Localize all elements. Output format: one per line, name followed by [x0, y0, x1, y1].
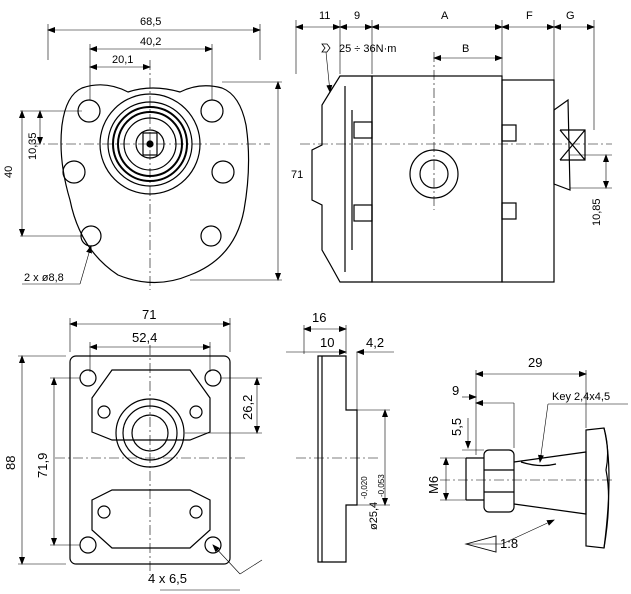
- flange-side-diameter: ø25,4: [368, 502, 380, 530]
- side-dimensions: [295, 20, 612, 189]
- side-view: [311, 75, 586, 283]
- flange-port-plate: [91, 369, 211, 441]
- side-stud: [501, 202, 517, 220]
- flange-port-plate: [91, 489, 211, 549]
- shaft-detail: [465, 427, 610, 549]
- flange-side-pilot: 4,2: [366, 335, 384, 350]
- shaft-dim-55: 5,5: [449, 418, 464, 436]
- flange-dimensions: [18, 318, 263, 591]
- flange-side-view: [317, 355, 358, 563]
- front-dimensions: [19, 24, 282, 285]
- front-height-overall: 71: [291, 169, 303, 181]
- side-body: [371, 75, 503, 283]
- side-rear-cover: [501, 79, 555, 283]
- shaft-key: [520, 461, 557, 467]
- shaft-taper: 1:8: [500, 536, 518, 551]
- flange-hole-span: 52,4: [132, 330, 157, 345]
- shaft-nut: [483, 449, 515, 513]
- front-width-overall: 68,5: [140, 16, 161, 28]
- front-hole: [80, 225, 102, 247]
- flange-height-inner: 71,9: [35, 453, 50, 478]
- flange-side-dimensions: [286, 325, 394, 506]
- shaft-key: Key 2,4x4,5: [552, 391, 610, 403]
- side-front-cover: [311, 75, 373, 283]
- flange-side-tol-lower: -0,053: [377, 474, 386, 497]
- front-hole: [211, 160, 235, 184]
- flange-holes-note: 4 x 6,5: [148, 571, 187, 586]
- front-height: 40: [3, 166, 15, 178]
- side-dim-f: F: [526, 10, 533, 22]
- flange-hub: [122, 405, 178, 461]
- flange-side-thickness: 16: [312, 310, 326, 325]
- flange-bolt-hole: [79, 536, 97, 554]
- side-dim-11: 11: [319, 10, 330, 22]
- flange-port-hole: [97, 405, 111, 419]
- front-hole: [200, 225, 222, 247]
- side-torque: 25 ÷ 36N·m: [339, 43, 396, 55]
- front-holes-note: 2 x ø8,8: [24, 272, 64, 284]
- shaft-length: 29: [528, 355, 542, 370]
- flange-side-outline: [317, 355, 358, 563]
- side-centerlines: [300, 52, 612, 210]
- flange-bolt-hole: [79, 369, 97, 387]
- shaft-housing: [585, 427, 610, 549]
- flange-port-hole: [189, 405, 203, 419]
- side-dim-g: G: [566, 10, 575, 22]
- shaft-thread: M6: [426, 476, 441, 494]
- flange-width: 71: [142, 307, 156, 322]
- shaft-dimensions: [440, 370, 628, 545]
- side-flats: [559, 129, 586, 161]
- side-dim-b: B: [462, 43, 469, 55]
- flange-port-hole: [97, 505, 111, 519]
- flange-bolt-hole: [204, 369, 222, 387]
- flange-offset: 26,2: [240, 395, 255, 420]
- front-hole: [200, 99, 224, 123]
- flange-hub: [131, 414, 169, 452]
- shaft-dim-9: 9: [452, 383, 459, 398]
- front-hole-span: 40,2: [140, 36, 161, 48]
- flange-centerlines: [55, 345, 245, 575]
- flange-side-tol-upper: -0,020: [360, 476, 369, 499]
- taper-symbol: [464, 535, 497, 553]
- flange-height: 88: [3, 456, 18, 470]
- front-hole: [62, 160, 86, 184]
- side-stud: [353, 121, 373, 139]
- side-dim-shaft: 10,85: [591, 198, 603, 226]
- front-centerlines: [30, 60, 270, 290]
- side-rear-hub: [553, 98, 571, 191]
- front-body-outline: [60, 84, 250, 284]
- side-dim-9: 9: [354, 10, 360, 22]
- side-stud: [353, 204, 373, 222]
- side-cover-inner: [344, 86, 353, 272]
- flange-side-hub: 10: [320, 335, 334, 350]
- side-dim-a: A: [441, 10, 449, 22]
- flange-bolt-hole: [204, 536, 222, 554]
- front-offset-vertical: 10,35: [27, 132, 39, 160]
- flange-port-hole: [189, 505, 203, 519]
- side-stud: [501, 124, 517, 142]
- wrench-icon: [321, 43, 331, 53]
- shaft-housing-break: [603, 427, 610, 549]
- shaft-taper: [513, 451, 587, 515]
- front-offset: 20,1: [112, 54, 133, 66]
